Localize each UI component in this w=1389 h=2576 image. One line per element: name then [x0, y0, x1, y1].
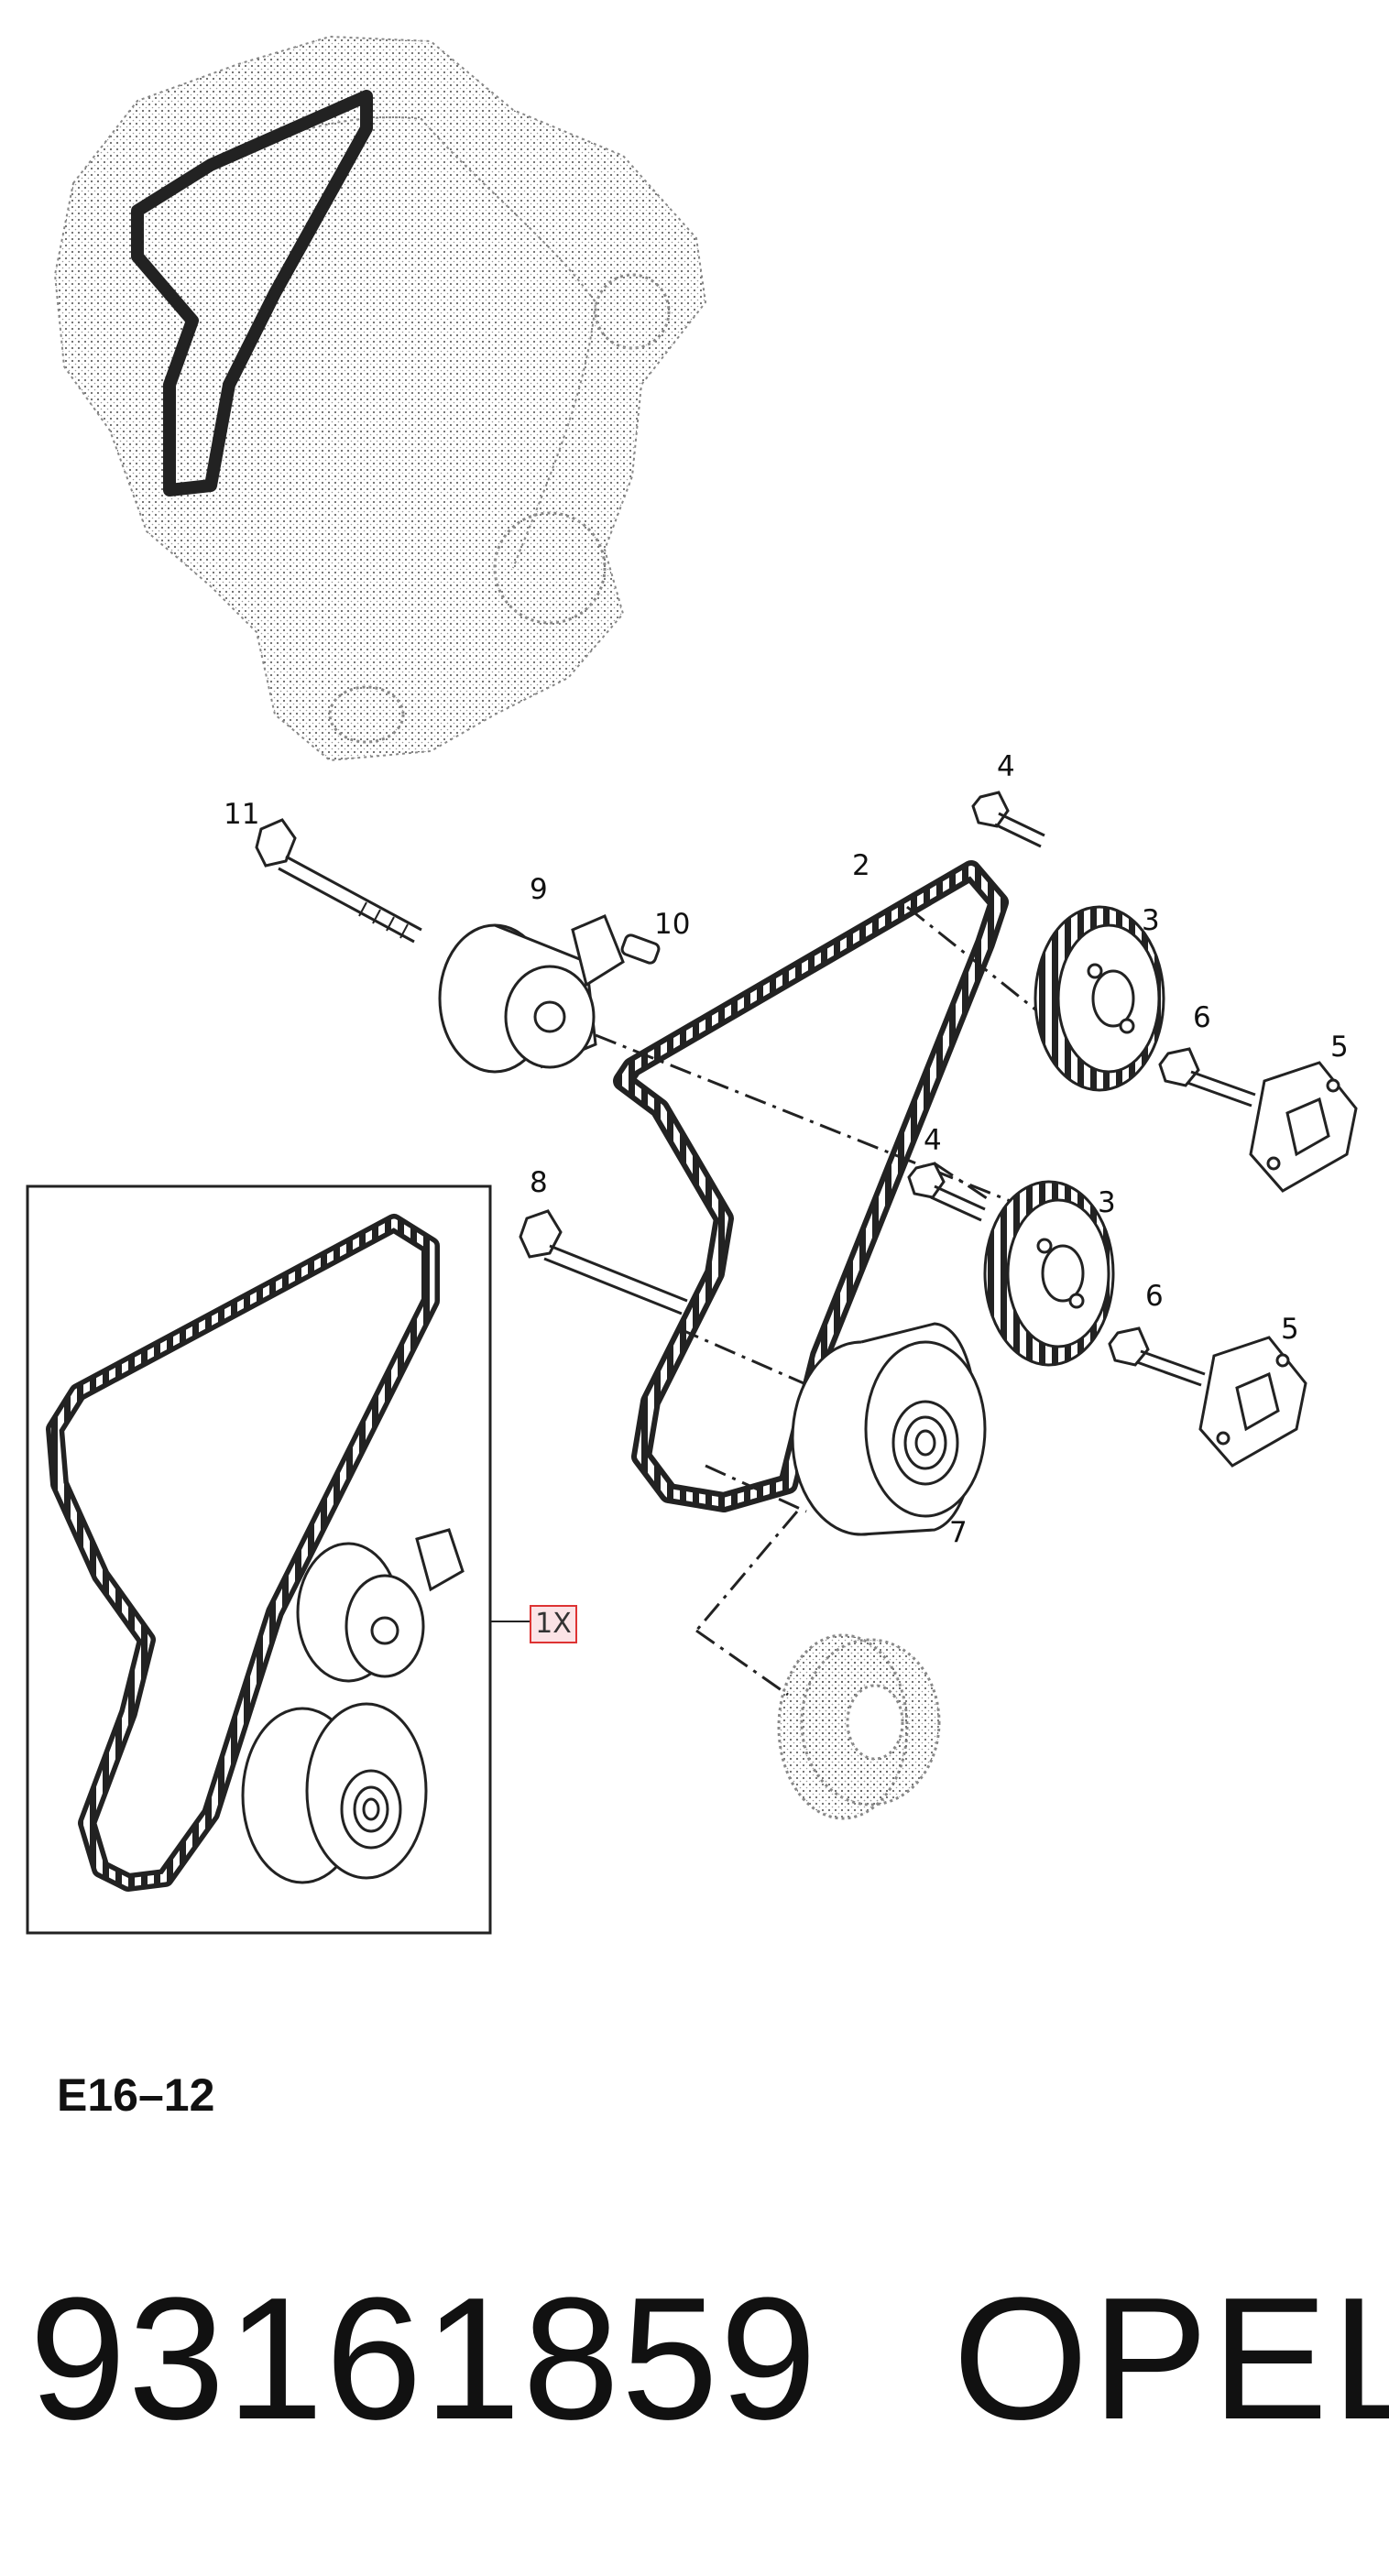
bolt-4-upper — [971, 791, 1045, 848]
idler-pulley-7 — [791, 1322, 987, 1536]
callout-11: 11 — [224, 798, 260, 831]
kit-quantity-badge: 1X — [530, 1605, 577, 1643]
engine-overview — [53, 35, 707, 762]
callout-5-lower: 5 — [1281, 1313, 1299, 1346]
part-number: 93161859 — [29, 2262, 819, 2456]
tensioner-pulley-9 — [438, 914, 625, 1074]
callout-10: 10 — [654, 908, 691, 941]
long-bolt-8 — [519, 1209, 688, 1315]
callout-6-lower: 6 — [1145, 1280, 1164, 1313]
dowel-pin-10 — [620, 933, 661, 965]
long-bolt-11 — [255, 818, 422, 944]
camshaft-sprocket-3-upper — [1034, 905, 1165, 1092]
callout-6-upper: 6 — [1193, 1001, 1211, 1034]
callout-3-upper: 3 — [1142, 904, 1160, 937]
flange-5-upper — [1249, 1061, 1358, 1193]
bolt-6-lower — [1108, 1326, 1206, 1387]
callout-3-lower: 3 — [1098, 1186, 1116, 1219]
brand-name: OPEL — [953, 2262, 1389, 2456]
leader-lines — [257, 790, 999, 829]
callout-5-upper: 5 — [1330, 1031, 1349, 1064]
camshaft-sprocket-3-lower — [983, 1180, 1115, 1367]
callout-8: 8 — [530, 1166, 548, 1199]
kit-contents-box — [26, 1184, 530, 1935]
flange-5-lower — [1198, 1336, 1307, 1468]
callout-4-upper: 4 — [997, 750, 1015, 783]
callout-9: 9 — [530, 873, 548, 906]
axis-lines — [595, 905, 1055, 1697]
crankshaft-sprocket-reference — [777, 1633, 941, 1820]
bolt-4-lower — [907, 1162, 986, 1222]
diagram-code: E16–12 — [57, 2069, 215, 2121]
callout-4-lower: 4 — [924, 1124, 942, 1157]
timing-belt — [613, 860, 1009, 1512]
bolt-6-upper — [1158, 1047, 1256, 1108]
callout-2: 2 — [852, 849, 870, 882]
callout-7: 7 — [949, 1516, 968, 1549]
